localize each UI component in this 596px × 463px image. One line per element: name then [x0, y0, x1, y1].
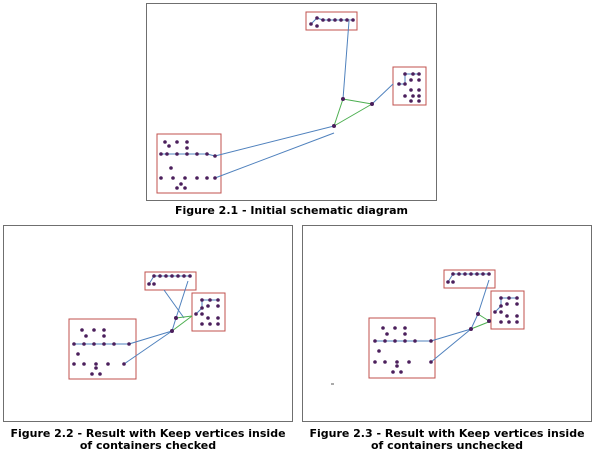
link-top-to-junction — [342, 20, 350, 100]
figure-2-1-panel — [146, 3, 437, 201]
container-top — [144, 271, 197, 291]
link-right-to-node — [371, 83, 394, 105]
container-top — [305, 11, 358, 31]
link-top-lower — [171, 317, 177, 332]
container-left — [368, 317, 436, 379]
schematic-diagram-keep-vertices-unchecked — [331, 269, 525, 385]
green-link-a — [342, 98, 373, 105]
green-link-b — [333, 98, 344, 127]
figure-2-3-panel — [302, 225, 592, 422]
figure-2-2-caption-line1: Figure 2.2 - Result with Keep vertices i… — [10, 427, 286, 440]
link-top-lower — [470, 313, 479, 330]
green-link-b — [171, 315, 193, 332]
container-right — [191, 292, 226, 332]
figure-2-3-caption-line2: of containers unchecked — [371, 439, 523, 452]
schematic-diagram-initial — [156, 11, 427, 194]
figure-2-2-caption-line2: of containers checked — [79, 439, 217, 452]
green-link-a — [175, 315, 193, 319]
link-top-diagonal — [163, 289, 185, 319]
container-right — [392, 66, 427, 106]
link-left-lower-to-hub — [214, 132, 335, 179]
figure-2-1-caption: Figure 2.1 - Initial schematic diagram — [174, 204, 409, 217]
diagram-nodes — [373, 272, 519, 374]
container-left — [68, 318, 137, 380]
container-left — [156, 133, 222, 194]
link-left-lower — [430, 328, 472, 363]
link-left-upper — [128, 330, 173, 345]
link-left-upper-to-hub — [214, 125, 335, 157]
link-top — [477, 279, 490, 315]
diagram-nodes — [72, 274, 220, 376]
figure-2-3-caption: Figure 2.3 - Result with Keep vertices i… — [298, 428, 596, 452]
link-left-upper — [430, 328, 472, 342]
green-link-c — [333, 103, 373, 127]
schematic-diagram-keep-vertices-checked — [68, 271, 226, 380]
link-top — [175, 280, 189, 319]
figure-2-2-caption: Figure 2.2 - Result with Keep vertices i… — [0, 428, 296, 452]
figure-2-3-caption-line1: Figure 2.3 - Result with Keep vertices i… — [309, 427, 585, 440]
link-left-lower — [123, 330, 173, 365]
diagram-nodes — [159, 16, 421, 190]
container-top — [443, 269, 496, 289]
right-inner-wiring — [399, 73, 419, 85]
green-link-a — [477, 313, 490, 322]
container-right — [490, 290, 525, 330]
figure-2-2-panel — [3, 225, 293, 422]
